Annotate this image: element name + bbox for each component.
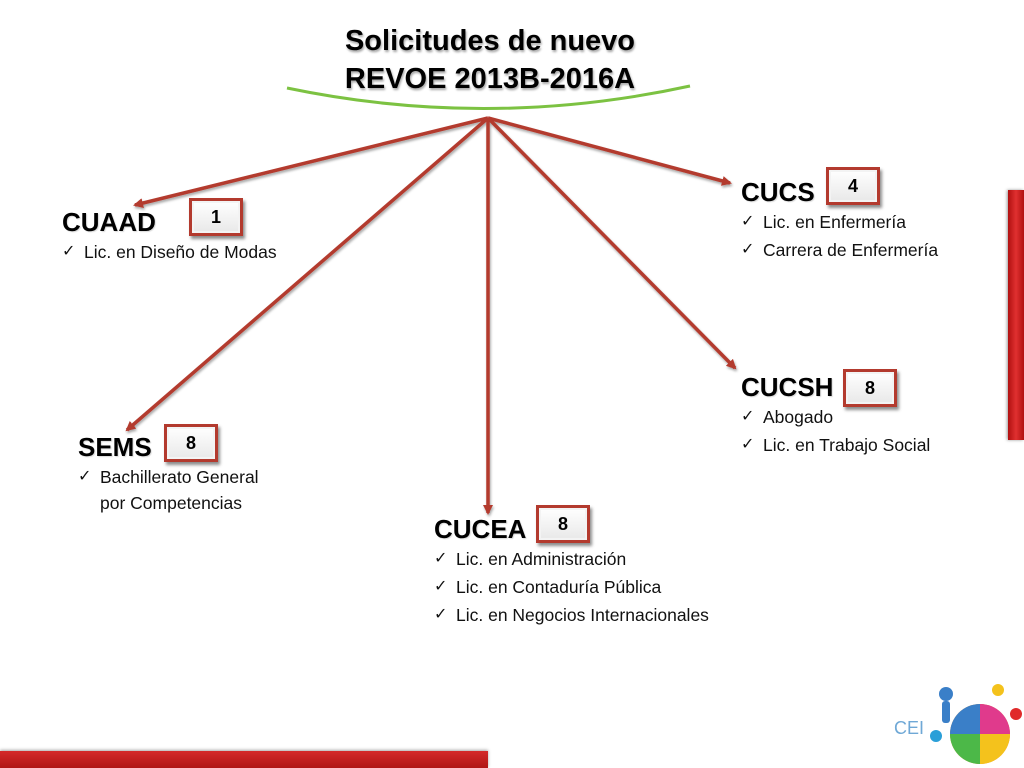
list-item: ✓Lic. en Negocios Internacionales xyxy=(434,601,709,629)
node-cucsh: CUCSH ✓Abogado ✓Lic. en Trabajo Social xyxy=(741,371,930,459)
check-icon: ✓ xyxy=(434,578,448,595)
check-icon: ✓ xyxy=(741,241,755,258)
node-cucsh-name: CUCSH xyxy=(741,372,834,402)
title-line-1: Solicitudes de nuevo xyxy=(344,25,636,57)
count-badge-cucsh: 8 xyxy=(843,369,897,407)
cei-label: CEI xyxy=(894,718,925,738)
node-cucea-items: ✓Lic. en Administración ✓Lic. en Contadu… xyxy=(434,545,709,629)
node-cucs: CUCS ✓Lic. en Enfermería ✓Carrera de Enf… xyxy=(741,176,938,264)
node-cucsh-items: ✓Abogado ✓Lic. en Trabajo Social xyxy=(741,403,930,459)
list-item: ✓Lic. en Trabajo Social xyxy=(741,431,930,459)
count-badge-cucs: 4 xyxy=(826,167,880,205)
node-cucs-items: ✓Lic. en Enfermería ✓Carrera de Enfermer… xyxy=(741,208,938,264)
node-cuaad-name: CUAAD xyxy=(62,207,156,237)
check-icon: ✓ xyxy=(434,606,448,623)
node-cucea: CUCEA ✓Lic. en Administración ✓Lic. en C… xyxy=(434,513,709,629)
title-line-2: REVOE 2013B-2016A xyxy=(344,63,636,95)
check-icon: ✓ xyxy=(741,408,755,425)
bottom-accent-bar xyxy=(0,751,488,768)
check-icon: ✓ xyxy=(741,213,755,230)
node-cuaad: CUAAD ✓Lic. en Diseño de Modas xyxy=(62,206,277,266)
arrow-to-cucs xyxy=(487,116,732,186)
count-badge-sems: 8 xyxy=(164,424,218,462)
node-cuaad-items: ✓Lic. en Diseño de Modas xyxy=(62,238,277,266)
arrow-to-cucsh xyxy=(486,116,737,370)
arrow-to-cuaad xyxy=(133,116,489,208)
list-item: ✓Lic. en Contaduría Pública xyxy=(434,573,709,601)
node-sems-name: SEMS xyxy=(78,432,152,462)
title-underline xyxy=(286,84,691,110)
node-cucea-name: CUCEA xyxy=(434,514,527,544)
list-item: ✓Lic. en Diseño de Modas xyxy=(62,238,277,266)
check-icon: ✓ xyxy=(62,243,76,260)
node-cucs-name: CUCS xyxy=(741,177,815,207)
right-accent-bar xyxy=(1008,190,1024,440)
check-icon: ✓ xyxy=(78,468,92,485)
list-item: ✓Carrera de Enfermería xyxy=(741,236,938,264)
list-item: ✓Lic. en Administración xyxy=(434,545,709,573)
list-item: ✓Abogado xyxy=(741,403,930,431)
count-badge-cucea: 8 xyxy=(536,505,590,543)
puzzle-people-logo-icon xyxy=(930,684,1022,764)
arrow-to-sems xyxy=(125,116,490,432)
check-icon: ✓ xyxy=(741,436,755,453)
diagram-title: Solicitudes de nuevo REVOE 2013B-2016A xyxy=(290,22,690,98)
count-badge-cuaad: 1 xyxy=(189,198,243,236)
check-icon: ✓ xyxy=(434,550,448,567)
list-item: ✓Lic. en Enfermería xyxy=(741,208,938,236)
